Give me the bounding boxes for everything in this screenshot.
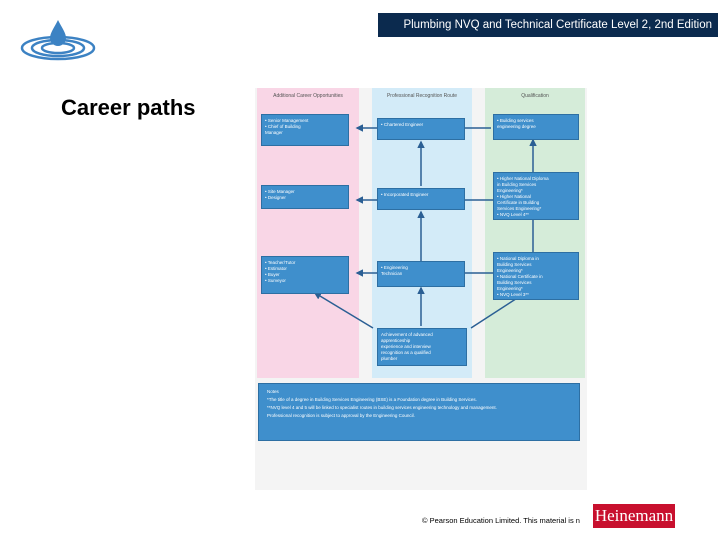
career-box-teacher: • Teacher/Tutor • Estimator • Buyer • Su… [261, 256, 349, 294]
notes-box: Notes *The title of a degree in Building… [258, 383, 580, 441]
career-box-senior-management: • Senior Management • Chief of Building … [261, 114, 349, 146]
heinemann-logo: Heinemann [593, 504, 675, 528]
route-box-incorporated-engineer: • Incorporated Engineer [377, 188, 465, 210]
column-header: Additional Career Opportunities [273, 93, 343, 99]
career-box-site-manager: • Site Manager • Designer [261, 185, 349, 209]
career-paths-diagram: Additional Career Opportunities Professi… [255, 88, 587, 490]
copyright-notice: © Pearson Education Limited. This materi… [422, 516, 580, 525]
header-title: Plumbing NVQ and Technical Certificate L… [403, 19, 712, 31]
route-box-engineering-technician: • Engineering Technician [377, 261, 465, 287]
qualification-box-hnd: • Higher National Diploma in Building Se… [493, 172, 579, 220]
page-title: Career paths [61, 95, 196, 120]
column-header: Professional Recognition Route [386, 93, 458, 99]
route-box-apprenticeship: Achievement of advanced apprenticeship e… [377, 328, 467, 366]
column-header: Qualification [521, 93, 549, 99]
route-box-chartered-engineer: • Chartered Engineer [377, 118, 465, 140]
water-drop-logo-icon [20, 20, 96, 61]
qualification-box-national-diploma: • National Diploma in Building Services … [493, 252, 579, 300]
header-bar: Plumbing NVQ and Technical Certificate L… [378, 13, 718, 37]
qualification-box-degree: • Building services engineering degree [493, 114, 579, 140]
